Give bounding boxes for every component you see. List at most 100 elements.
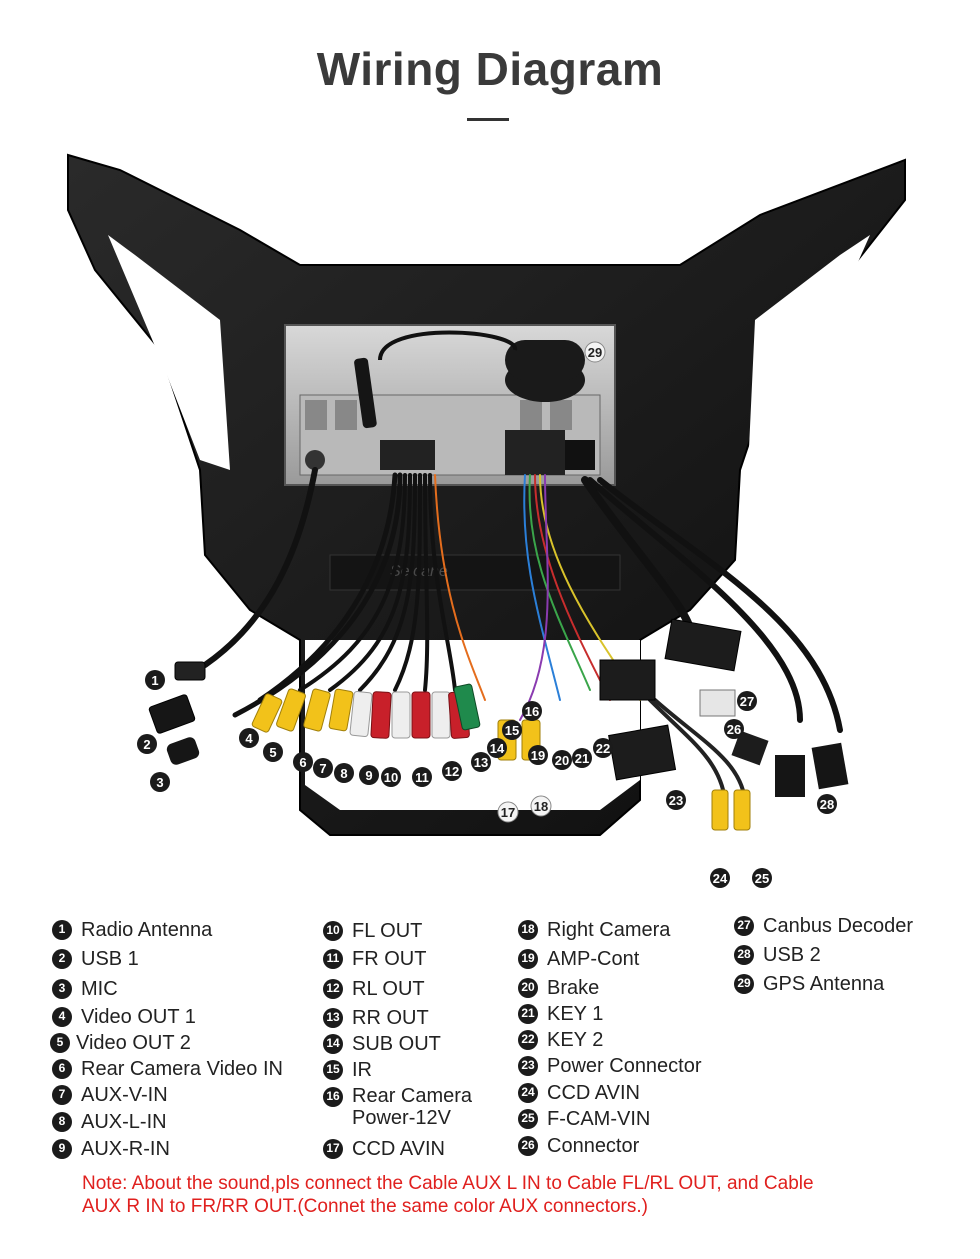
callout-21: 21 [572, 748, 592, 768]
legend-number-badge: 22 [518, 1030, 538, 1050]
legend-item: 15 IR [323, 1059, 372, 1081]
legend-label: Brake [547, 977, 600, 999]
svg-text:1: 1 [151, 673, 158, 688]
legend-label: AUX-R-IN [81, 1138, 170, 1160]
legend-label: Video OUT 2 [76, 1032, 191, 1054]
legend-label: CCD AVIN [352, 1138, 445, 1160]
callouts: 29 1 2 3 4 5 6 7 8 9 10 11 12 13 14 15 1… [137, 341, 837, 888]
legend-number-badge: 28 [734, 945, 754, 965]
legend-number-badge: 2 [52, 949, 72, 969]
legend-label: IR [352, 1059, 372, 1081]
legend-number-badge: 7 [52, 1085, 72, 1105]
legend-label: RR OUT [352, 1007, 429, 1029]
legend-item: 7 AUX-V-IN [52, 1084, 168, 1106]
svg-text:16: 16 [525, 704, 539, 719]
svg-text:13: 13 [474, 755, 488, 770]
callout-5: 5 [263, 742, 283, 762]
svg-text:14: 14 [490, 741, 505, 756]
sound-note-line-1: Note: About the sound,pls connect the Ca… [82, 1173, 814, 1194]
sound-note-line-2: AUX R IN to FR/RR OUT.(Connet the same c… [82, 1196, 648, 1217]
svg-text:15: 15 [505, 723, 519, 738]
legend-number-badge: 4 [52, 1007, 72, 1027]
svg-text:19: 19 [531, 748, 545, 763]
legend-number-badge: 6 [52, 1059, 72, 1079]
legend-item: 13 RR OUT [323, 1007, 429, 1029]
legend-number-badge: 11 [323, 949, 343, 969]
legend-label: F-CAM-VIN [547, 1108, 651, 1130]
legend-label: Canbus Decoder [763, 915, 914, 937]
callout-9: 9 [359, 765, 379, 785]
svg-text:28: 28 [820, 797, 834, 812]
legend-label-line2: Power-12V [352, 1107, 451, 1129]
svg-text:26: 26 [727, 722, 741, 737]
legend-number-badge: 21 [518, 1004, 538, 1024]
legend-label: FR OUT [352, 948, 427, 970]
callout-25: 25 [752, 868, 772, 888]
legend-number-badge: 23 [518, 1056, 538, 1076]
legend-number-badge: 26 [518, 1136, 538, 1156]
callout-29: 29 [584, 341, 606, 363]
legend-label: Radio Antenna [81, 919, 213, 941]
legend-number-badge: 29 [734, 974, 754, 994]
callout-27: 27 [737, 691, 757, 711]
callout-6: 6 [293, 752, 313, 772]
legend-number-badge: 10 [323, 921, 343, 941]
legend-label: AUX-V-IN [81, 1084, 168, 1106]
svg-text:10: 10 [384, 770, 398, 785]
svg-text:6: 6 [299, 755, 306, 770]
legend-item: 9 AUX-R-IN [52, 1138, 170, 1160]
legend-label: USB 2 [763, 944, 821, 966]
svg-text:12: 12 [445, 764, 459, 779]
legend-label: MIC [81, 978, 118, 1000]
legend-number-badge: 25 [518, 1109, 538, 1129]
legend-number-badge: 15 [323, 1060, 343, 1080]
legend-label: Rear Camera [352, 1085, 473, 1107]
svg-text:17: 17 [501, 805, 515, 820]
callout-26: 26 [724, 719, 744, 739]
head-unit-photo: Seicane [67, 153, 906, 888]
legend-item: 22 KEY 2 [518, 1029, 603, 1051]
callout-15: 15 [502, 720, 522, 740]
legend-label: KEY 1 [547, 1003, 604, 1025]
legend-item: 27 Canbus Decoder [734, 915, 913, 937]
connector-mic [166, 737, 200, 765]
legend-number-badge: 9 [52, 1139, 72, 1159]
legend-label: KEY 2 [547, 1029, 604, 1051]
callout-24: 24 [710, 868, 730, 888]
callout-4: 4 [239, 728, 259, 748]
legend-item: 1 Radio Antenna [52, 919, 212, 941]
svg-text:4: 4 [245, 731, 253, 746]
callout-17: 17 [497, 801, 519, 823]
svg-text:2: 2 [143, 737, 150, 752]
legend-item: 20 Brake [518, 977, 599, 999]
svg-text:29: 29 [588, 345, 602, 360]
callout-7: 7 [313, 758, 333, 778]
title-underline [467, 118, 509, 121]
chassis [284, 324, 616, 486]
legend-number-badge: 16 [323, 1087, 343, 1107]
callout-10: 10 [381, 767, 401, 787]
svg-text:20: 20 [555, 753, 569, 768]
legend-number-badge: 14 [323, 1034, 343, 1054]
legend-number-badge: 27 [734, 916, 754, 936]
callout-1: 1 [145, 670, 165, 690]
callout-11: 11 [412, 767, 432, 787]
callout-13: 13 [471, 752, 491, 772]
legend-number-badge: 1 [52, 920, 72, 940]
page-title: Wiring Diagram [316, 43, 664, 95]
legend-number-badge: 3 [52, 979, 72, 999]
callout-12: 12 [442, 761, 462, 781]
sound-note: Note: About the sound,pls connect the Ca… [82, 1172, 902, 1218]
legend-number-badge: 13 [323, 1008, 343, 1028]
legend-number-badge: 20 [518, 978, 538, 998]
legend-label: FL OUT [352, 920, 423, 942]
